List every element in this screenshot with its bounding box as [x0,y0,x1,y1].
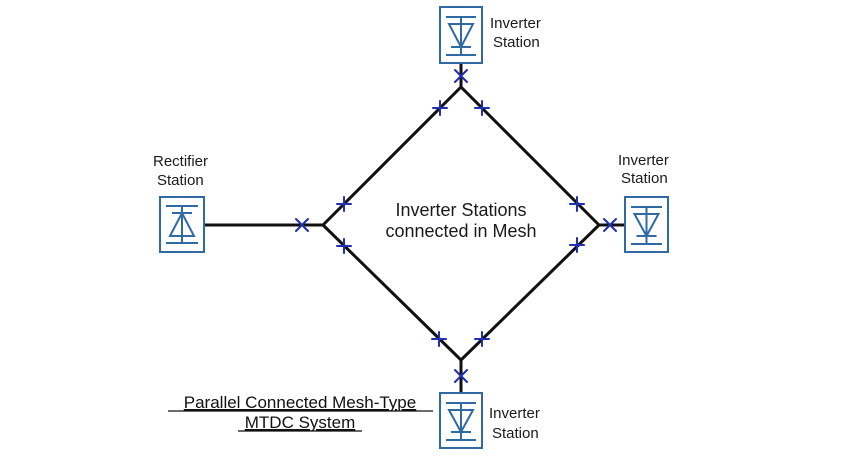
breaker-mesh-top-left [432,100,448,116]
breaker-mesh-bottom-left [431,331,447,347]
label-line-2: Station [621,170,668,187]
circuit-breakers [295,69,617,383]
label-line-2: Station [157,172,204,189]
caption-line-2: MTDC System [245,413,356,432]
label-line-1: Inverter [489,405,540,422]
caption-line-1: Parallel Connected Mesh-Type [184,393,416,412]
breaker-mesh-top-right [474,100,490,116]
center-label: Inverter Stations connected in Mesh [385,200,536,241]
label-station-left: Rectifier Station [153,153,208,189]
label-line-2: Station [493,34,540,51]
breaker-mesh-left-lower [336,238,352,254]
station-bottom [439,392,483,449]
label-line-1: Rectifier [153,153,208,170]
breaker-mesh-right-upper [569,196,585,212]
station-top [439,6,483,64]
breaker-right-feeder [603,218,617,232]
label-station-bottom: Inverter Station [489,405,540,442]
diagram-caption: Parallel Connected Mesh-Type MTDC System [168,393,433,432]
label-line-2: Station [492,425,539,442]
breaker-mesh-right-lower [569,237,585,253]
label-station-right: Inverter Station [618,152,669,187]
inverter-symbol-icon [446,16,476,56]
breaker-top-feeder [454,69,468,83]
station-left [159,196,205,253]
inverter-symbol-icon [446,402,476,441]
breaker-mesh-left-upper [336,196,352,212]
center-label-line-1: Inverter Stations [395,200,526,220]
label-station-top: Inverter Station [490,15,541,51]
rectifier-symbol-icon [166,205,198,244]
label-line-1: Inverter [490,15,541,32]
mesh-line-left-top [321,85,463,227]
breaker-bottom-feeder [454,369,468,383]
breaker-left-feeder [295,218,309,232]
breaker-mesh-bottom-right [474,331,490,347]
inverter-symbol-icon [631,206,662,245]
center-label-line-2: connected in Mesh [385,221,536,241]
label-line-1: Inverter [618,152,669,169]
station-right [624,196,669,253]
